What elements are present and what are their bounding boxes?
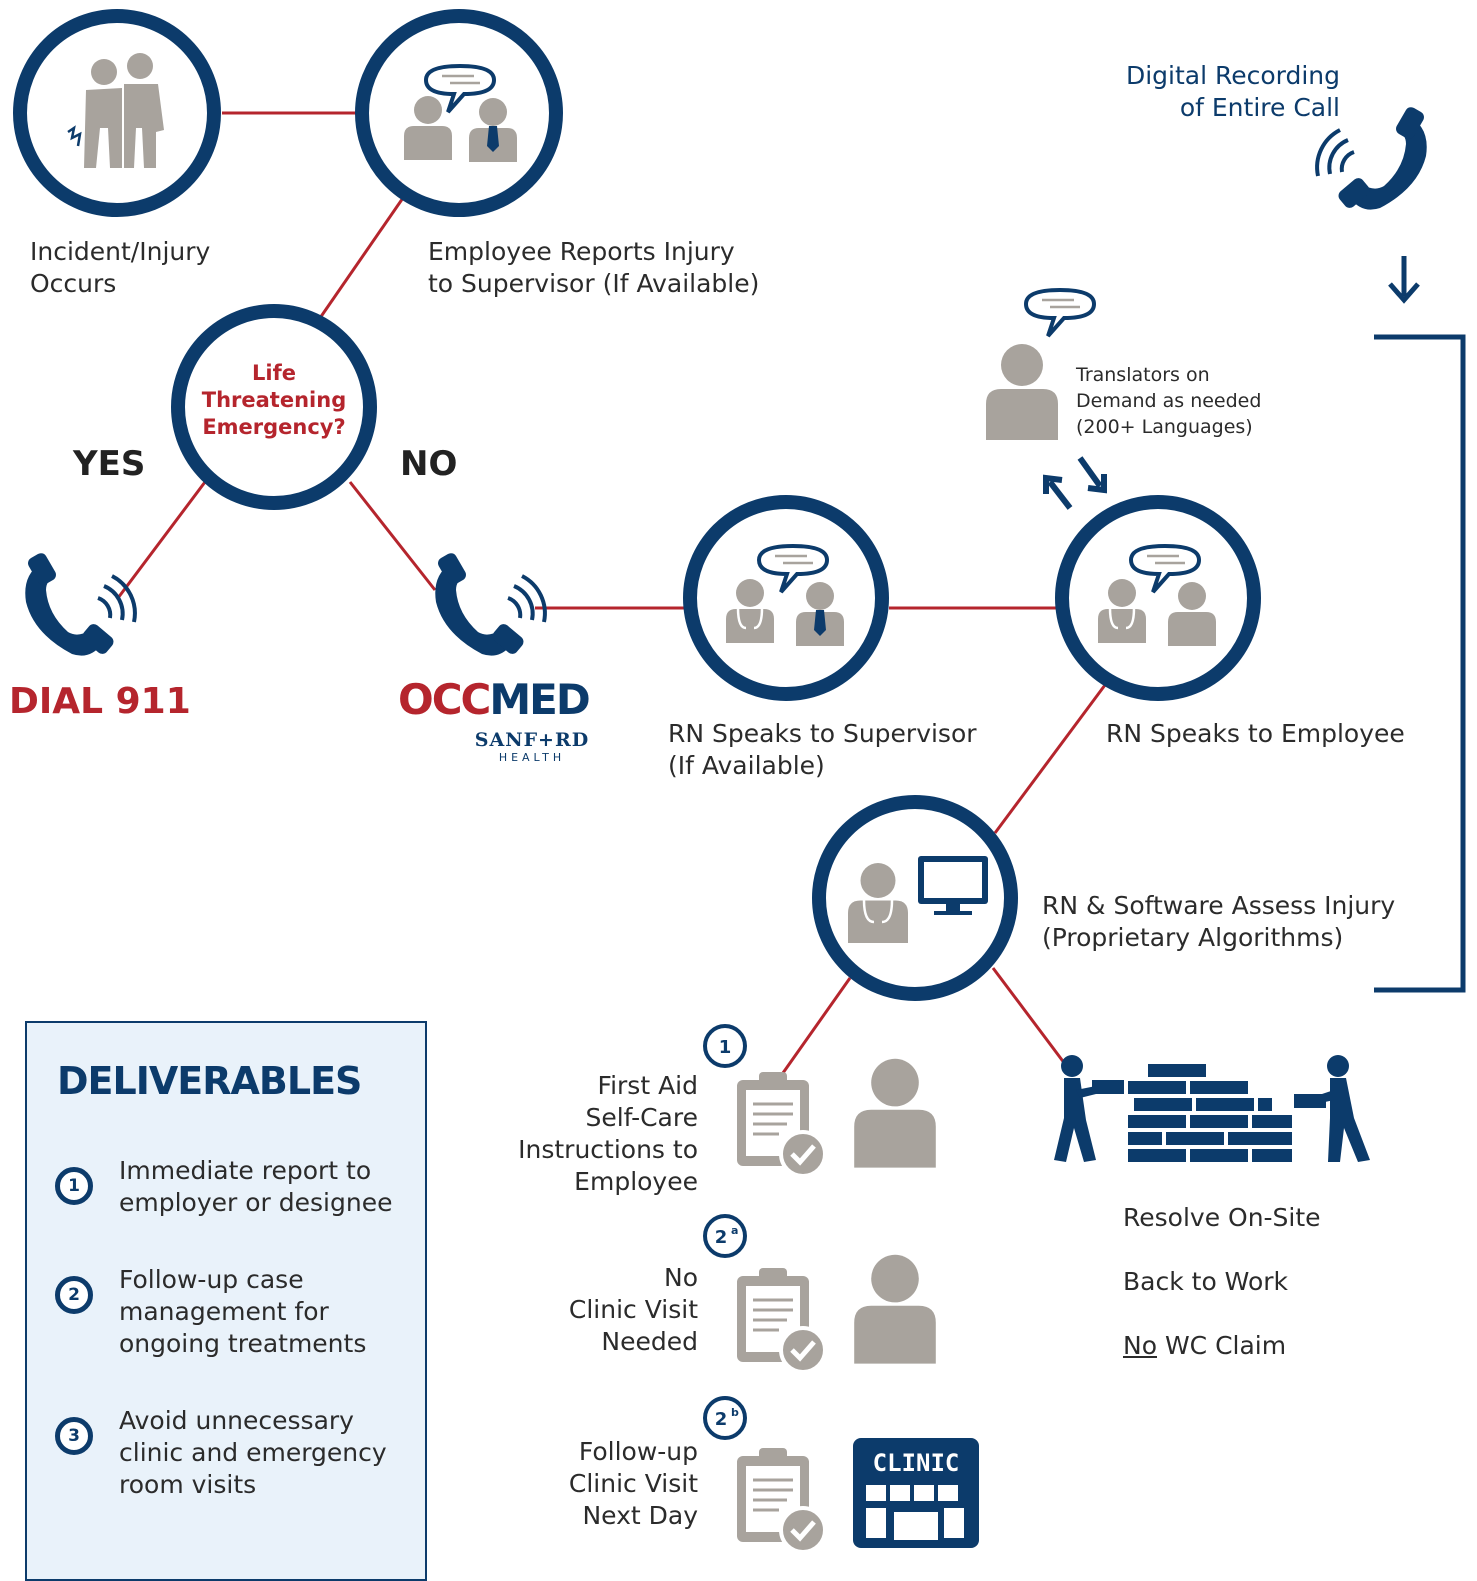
rn-employee-label: RN Speaks to Employee xyxy=(1106,719,1405,748)
swap-arrows-icon xyxy=(1043,456,1107,510)
clipboard-check-icon xyxy=(737,1268,825,1372)
deliverable-text: Follow-up case management for ongoing tr… xyxy=(119,1265,367,1358)
occmed-logo: OCCMED xyxy=(398,675,591,724)
svg-text:2: 2 xyxy=(715,1409,728,1430)
resolve-label: Resolve On-Site Back to Work No WC Claim xyxy=(1123,1203,1321,1360)
employee-reports-node xyxy=(355,9,563,217)
number-badge: 1 xyxy=(55,1167,93,1205)
back-to-work-icon xyxy=(1054,1055,1370,1162)
down-arrow-icon xyxy=(1388,256,1420,304)
rn-assess-label: RN & Software Assess Injury (Proprietary… xyxy=(1042,891,1396,952)
translators-label: Translators on Demand as needed (200+ La… xyxy=(1076,364,1262,438)
yes-label: YES xyxy=(73,444,146,484)
deliverable-text: Avoid unnecessary clinic and emergency r… xyxy=(119,1406,387,1499)
svg-text:CLINIC: CLINIC xyxy=(873,1449,960,1477)
rn-assess-node xyxy=(812,795,1018,1001)
number-badge: 3 xyxy=(55,1417,93,1455)
employee-icon xyxy=(854,1058,936,1168)
connector-lines xyxy=(116,111,1107,1081)
svg-text:b: b xyxy=(731,1406,739,1419)
no-clinic-label: No Clinic Visit Needed xyxy=(568,1263,698,1356)
outcome-badge-1: 1 xyxy=(703,1024,747,1068)
first-aid-label: First Aid Self-Care Instructions to Empl… xyxy=(518,1071,698,1196)
clipboard-check-icon xyxy=(737,1448,825,1552)
svg-text:1: 1 xyxy=(719,1037,732,1058)
dial-911-phone-icon xyxy=(25,551,137,657)
clipboard-check-icon xyxy=(737,1072,825,1176)
decision-node xyxy=(171,304,377,510)
rn-supervisor-label: RN Speaks to Supervisor (If Available) xyxy=(668,719,977,780)
decision-label: Life Threatening Emergency? xyxy=(201,361,347,439)
recording-phone-icon xyxy=(1315,105,1427,211)
deliverable-text: Immediate report to employer or designee xyxy=(119,1156,393,1217)
recording-label: Digital Recording of Entire Call xyxy=(1125,61,1340,122)
sanford-logo-text: SANF+RD xyxy=(474,729,590,751)
rn-supervisor-node xyxy=(683,495,889,701)
svg-text:2: 2 xyxy=(715,1227,728,1248)
incident-label: Incident/Injury Occurs xyxy=(30,237,211,298)
clinic-building-icon: CLINIC xyxy=(853,1438,979,1548)
outcome-badge-2a: 2 a xyxy=(703,1214,747,1258)
employee-reports-label: Employee Reports Injury to Supervisor (I… xyxy=(428,237,760,298)
rn-employee-node xyxy=(1055,495,1261,701)
employee-icon xyxy=(854,1254,936,1364)
occmed-phone-icon xyxy=(435,551,547,657)
injured-workers-icon xyxy=(67,53,164,168)
svg-text:a: a xyxy=(731,1224,738,1237)
deliverables-title: DELIVERABLES xyxy=(57,1059,362,1103)
incident-node xyxy=(13,9,221,217)
number-badge: 2 xyxy=(55,1276,93,1314)
outcome-badge-2b: 2 b xyxy=(703,1396,747,1440)
deliverables-panel: DELIVERABLES 1 Immediate report to emplo… xyxy=(25,1021,427,1581)
sanford-health-text: HEALTH xyxy=(498,751,566,764)
computer-icon xyxy=(918,856,988,915)
follow-up-clinic-label: Follow-up Clinic Visit Next Day xyxy=(568,1437,698,1530)
no-label: NO xyxy=(400,444,458,484)
recording-bracket xyxy=(1374,334,1466,993)
dial-911-label: DIAL 911 xyxy=(9,681,191,722)
